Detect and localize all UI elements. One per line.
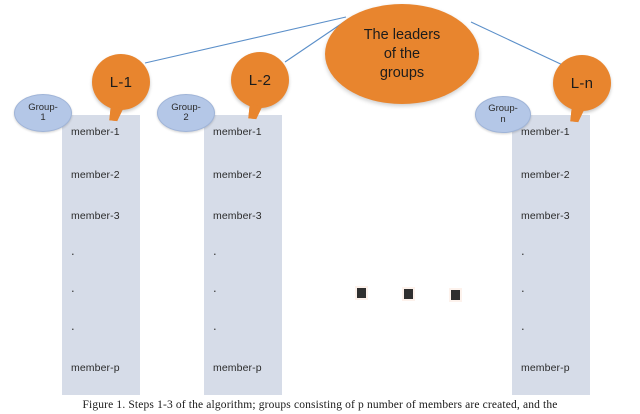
group-badge-line-2: 1 (40, 112, 46, 123)
leader-bubble-2[interactable]: L-2 (231, 52, 289, 120)
member-item: . (521, 318, 525, 333)
leader-bubble-n[interactable]: L-n (553, 55, 611, 123)
ellipsis-square (404, 289, 413, 299)
connector-line-ln (470, 21, 568, 68)
member-item: . (521, 280, 525, 295)
member-item: member-p (71, 362, 120, 374)
member-item: . (71, 318, 75, 333)
leader-label: L-n (570, 74, 594, 92)
member-item: member-3 (71, 210, 120, 222)
member-item: member-2 (71, 169, 120, 181)
bubble-tail-icon (248, 104, 263, 120)
member-item: . (71, 280, 75, 295)
central-label-line-3: groups (379, 64, 425, 81)
group-badge-1[interactable]: Group- 1 (14, 94, 72, 132)
member-item: member-1 (521, 126, 570, 138)
member-item: . (213, 280, 217, 295)
group-badge-n[interactable]: Group- n (475, 96, 531, 133)
bubble-tail-icon (109, 106, 124, 122)
figure-caption: Figure 1. Steps 1-3 of the algorithm; gr… (82, 399, 558, 411)
member-item: member-3 (521, 210, 570, 222)
member-item: . (521, 243, 525, 258)
member-item: member-2 (213, 169, 262, 181)
group-badge-line-1: Group- (28, 101, 58, 113)
member-item: member-p (521, 362, 570, 374)
central-label-line-2: of the (383, 45, 421, 62)
group-column-2: member-1 member-2 member-3 . . . member-… (204, 115, 282, 395)
group-badge-line-2: n (500, 113, 506, 125)
member-item: member-2 (521, 169, 570, 181)
member-item: member-p (213, 362, 262, 374)
leader-label: L-2 (248, 71, 272, 89)
leader-label: L-1 (109, 73, 133, 91)
member-item: . (213, 318, 217, 333)
group-badge-line-1: Group- (488, 103, 518, 114)
bubble-tail-icon (570, 107, 585, 123)
group-badge-line-1: Group- (171, 101, 201, 113)
member-item: member-3 (213, 210, 262, 222)
member-item: member-1 (213, 126, 262, 138)
ellipsis-square (451, 290, 460, 300)
ellipsis-square (357, 288, 366, 298)
member-item: . (71, 243, 75, 258)
central-label-line-1: The leaders (363, 26, 441, 43)
group-badge-line-2: 2 (183, 112, 189, 123)
group-column-1: member-1 member-2 member-3 . . . member-… (62, 115, 140, 395)
member-item: member-1 (71, 126, 120, 138)
leader-bubble-1[interactable]: L-1 (92, 54, 150, 122)
central-leaders-ellipse: The leaders of the groups (325, 4, 479, 104)
group-column-n: member-1 member-2 member-3 . . . member-… (512, 115, 590, 395)
group-badge-2[interactable]: Group- 2 (157, 94, 215, 132)
member-item: . (213, 243, 217, 258)
